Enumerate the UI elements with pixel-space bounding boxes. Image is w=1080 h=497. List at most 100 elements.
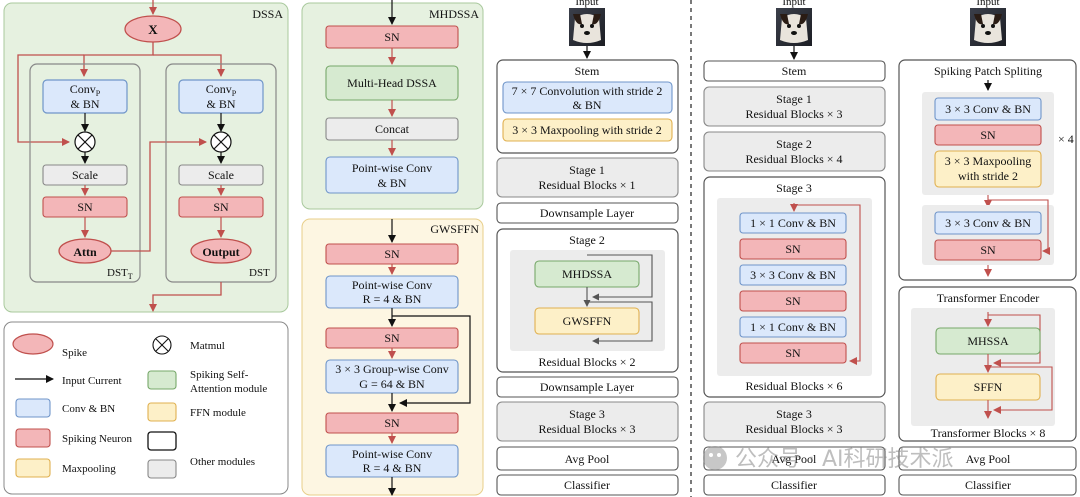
output-spike-node bbox=[190, 238, 252, 264]
svg-text:Spike: Spike bbox=[62, 347, 87, 359]
svg-text:SN: SN bbox=[384, 247, 400, 261]
svg-text:SN: SN bbox=[980, 243, 996, 257]
svg-text:Residual Blocks × 3: Residual Blocks × 3 bbox=[538, 422, 635, 436]
svg-text:Multi-Head DSSA: Multi-Head DSSA bbox=[347, 76, 437, 90]
svg-text:Point-wise Conv: Point-wise Conv bbox=[352, 278, 432, 292]
svg-text:Residual Blocks × 3: Residual Blocks × 3 bbox=[745, 107, 842, 121]
svg-text:SN: SN bbox=[213, 200, 229, 214]
legend-maxpool-icon bbox=[15, 458, 51, 478]
svg-text:ConvP: ConvP bbox=[206, 82, 237, 98]
svg-text:& BN: & BN bbox=[70, 97, 99, 111]
legend-neuron-icon bbox=[15, 428, 51, 448]
legend-matmul-icon bbox=[152, 335, 172, 355]
mhdssa-panel: MHDSSA SN Multi-Head DSSA Concat Point-w… bbox=[301, 0, 484, 210]
svg-text:Transformer Encoder: Transformer Encoder bbox=[937, 291, 1040, 305]
svg-text:Spiking Self-: Spiking Self- bbox=[190, 369, 249, 381]
legend-panel: Spike Matmul Input Current Spiking Self-… bbox=[3, 321, 289, 495]
svg-text:R = 4 & BN: R = 4 & BN bbox=[363, 461, 422, 475]
svg-text:& BN: & BN bbox=[377, 176, 406, 190]
svg-text:Scale: Scale bbox=[72, 168, 98, 182]
svg-text:Stage 2: Stage 2 bbox=[776, 137, 812, 151]
svg-text:Maxpooling: Maxpooling bbox=[62, 463, 116, 475]
svg-text:Point-wise Conv: Point-wise Conv bbox=[352, 161, 432, 175]
svg-text:3 × 3 Maxpooling: 3 × 3 Maxpooling bbox=[945, 154, 1031, 168]
svg-text:3 × 3 Conv & BN: 3 × 3 Conv & BN bbox=[945, 102, 1031, 116]
svg-text:SFFN: SFFN bbox=[974, 380, 1003, 394]
svg-text:Classifier: Classifier bbox=[771, 478, 817, 492]
svg-text:Point-wise Conv: Point-wise Conv bbox=[352, 447, 432, 461]
svg-text:GWSFFN: GWSFFN bbox=[430, 222, 479, 236]
svg-text:SN: SN bbox=[384, 416, 400, 430]
svg-text:SN: SN bbox=[77, 200, 93, 214]
svg-text:Downsample Layer: Downsample Layer bbox=[540, 380, 634, 394]
svg-text:Residual Blocks × 1: Residual Blocks × 1 bbox=[538, 178, 635, 192]
svg-text:1 × 1 Conv & BN: 1 × 1 Conv & BN bbox=[750, 320, 836, 334]
svg-text:Input: Input bbox=[976, 0, 999, 8]
svg-text:with stride 2: with stride 2 bbox=[958, 169, 1018, 183]
svg-text:SN: SN bbox=[980, 128, 996, 142]
svg-text:MHSSA: MHSSA bbox=[967, 334, 1009, 348]
legend-ssa-icon bbox=[147, 370, 177, 390]
svg-text:SN: SN bbox=[785, 346, 801, 360]
svg-text:Other modules: Other modules bbox=[190, 456, 255, 468]
svg-text:7 × 7 Convolution with stride: 7 × 7 Convolution with stride 2 bbox=[512, 84, 663, 98]
svg-text:Stage 3: Stage 3 bbox=[569, 407, 605, 421]
gwsffn-panel: GWSFFN SN Point-wise Conv R = 4 & BN SN … bbox=[301, 218, 484, 496]
svg-text:Conv & BN: Conv & BN bbox=[62, 403, 115, 415]
svg-text:Stage 3: Stage 3 bbox=[776, 181, 812, 195]
svg-text:SN: SN bbox=[785, 242, 801, 256]
svg-text:Residual Blocks × 6: Residual Blocks × 6 bbox=[745, 379, 842, 393]
svg-text:& BN: & BN bbox=[572, 98, 601, 112]
dssa-title: DSSA bbox=[252, 7, 283, 21]
mhdssa-pw bbox=[325, 156, 459, 194]
svg-text:1 × 1 Conv & BN: 1 × 1 Conv & BN bbox=[750, 216, 836, 230]
matmul-icon-right bbox=[210, 131, 232, 153]
svg-text:Residual Blocks × 3: Residual Blocks × 3 bbox=[745, 422, 842, 436]
svg-text:ConvP: ConvP bbox=[70, 82, 101, 98]
dst-t-box bbox=[29, 63, 141, 283]
svg-text:Avg Pool: Avg Pool bbox=[565, 452, 610, 466]
legend-spike-icon bbox=[12, 333, 54, 355]
svg-text:R = 4 & BN: R = 4 & BN bbox=[363, 292, 422, 306]
svg-text:Avg Pool: Avg Pool bbox=[966, 452, 1011, 466]
svg-text:DST: DST bbox=[249, 267, 270, 279]
svg-text:× 4: × 4 bbox=[1058, 132, 1074, 146]
matmul-icon-left bbox=[74, 131, 96, 153]
column-1: Input Stem 7 × 7 Convolution with stride… bbox=[496, 0, 679, 496]
svg-text:Input: Input bbox=[575, 0, 598, 8]
svg-text:G = 64 & BN: G = 64 & BN bbox=[359, 377, 425, 391]
svg-text:& BN: & BN bbox=[206, 97, 235, 111]
svg-text:Attn: Attn bbox=[73, 245, 97, 259]
svg-text:Stage 1: Stage 1 bbox=[569, 163, 605, 177]
svg-text:MHDSSA: MHDSSA bbox=[562, 267, 612, 281]
svg-text:GWSFFN: GWSFFN bbox=[563, 314, 612, 328]
svg-text:Scale: Scale bbox=[208, 168, 234, 182]
svg-text:3 × 3 Conv & BN: 3 × 3 Conv & BN bbox=[750, 268, 836, 282]
svg-text:Residual Blocks × 4: Residual Blocks × 4 bbox=[745, 152, 842, 166]
svg-text:Spiking Patch Spliting: Spiking Patch Spliting bbox=[934, 64, 1042, 78]
legend-other-icon bbox=[147, 459, 177, 479]
svg-text:Stage 1: Stage 1 bbox=[776, 92, 812, 106]
svg-text:Transformer Blocks × 8: Transformer Blocks × 8 bbox=[931, 426, 1046, 440]
svg-text:Stage 3: Stage 3 bbox=[776, 407, 812, 421]
svg-text:3 × 3 Maxpooling with stride 2: 3 × 3 Maxpooling with stride 2 bbox=[512, 123, 661, 137]
svg-text:3 × 3 Group-wise Conv: 3 × 3 Group-wise Conv bbox=[335, 362, 448, 376]
input-image-2 bbox=[776, 8, 812, 46]
dssa-panel: DSSA X ConvP & BN Scale SN Attn DSTT bbox=[3, 0, 289, 313]
svg-text:Input: Input bbox=[782, 0, 805, 8]
svg-text:SN: SN bbox=[384, 331, 400, 345]
svg-text:Avg Pool: Avg Pool bbox=[772, 452, 817, 466]
svg-text:DSTT: DSTT bbox=[107, 267, 133, 281]
svg-text:Classifier: Classifier bbox=[965, 478, 1011, 492]
svg-text:Concat: Concat bbox=[375, 122, 410, 136]
svg-text:3 × 3 Conv & BN: 3 × 3 Conv & BN bbox=[945, 216, 1031, 230]
legend-ffn-icon bbox=[147, 402, 177, 422]
svg-text:Output: Output bbox=[202, 245, 239, 259]
svg-text:MHDSSA: MHDSSA bbox=[429, 7, 479, 21]
legend-conv-icon bbox=[15, 398, 51, 418]
watermark: 公众号 · AI科研技术派 bbox=[703, 446, 954, 472]
svg-text:SN: SN bbox=[785, 294, 801, 308]
x-label: X bbox=[148, 22, 158, 37]
svg-text:SN: SN bbox=[384, 30, 400, 44]
